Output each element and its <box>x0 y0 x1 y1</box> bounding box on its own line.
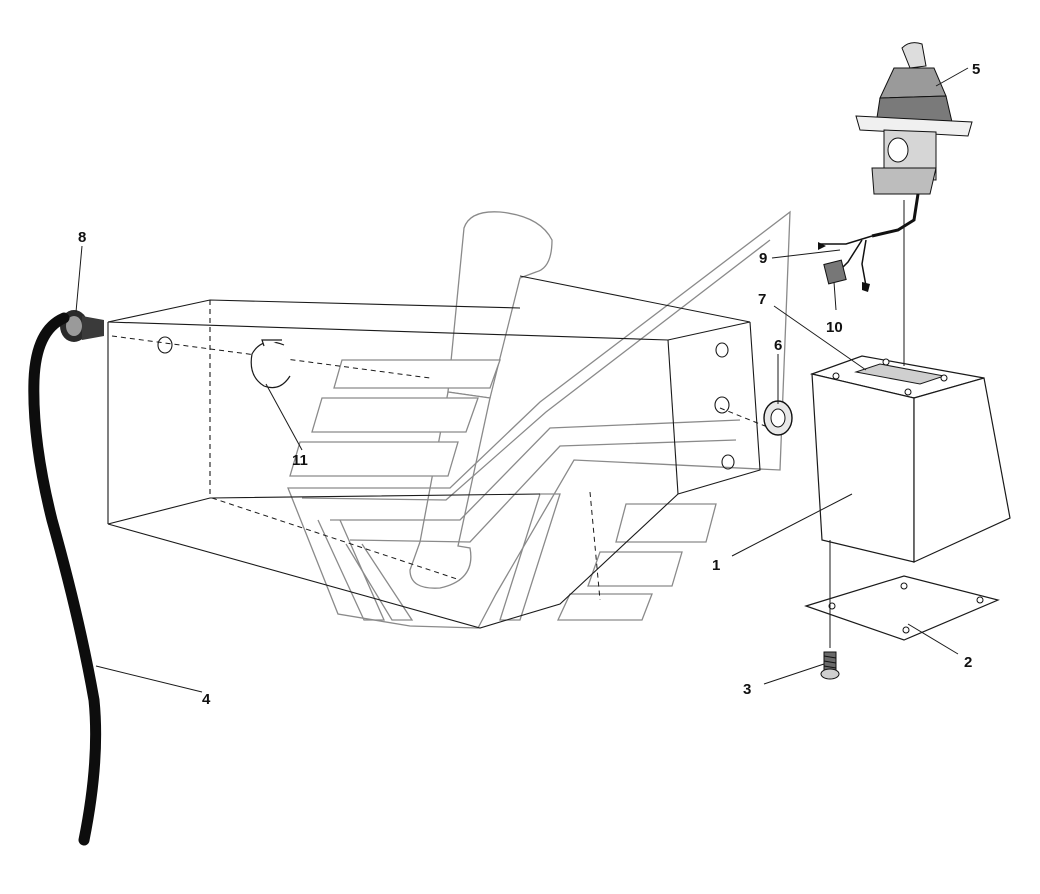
mounting-plate <box>804 575 1000 641</box>
callout-3: 3 <box>743 681 751 698</box>
watermark-logo <box>287 210 791 629</box>
callout-11: 11 <box>292 452 308 469</box>
callout-8: 8 <box>78 229 86 246</box>
callout-1: 1 <box>712 557 720 574</box>
callout-10: 10 <box>826 319 843 336</box>
joystick-controller <box>855 42 973 238</box>
callout-9: 9 <box>759 250 767 267</box>
callout-6: 6 <box>774 337 782 354</box>
joystick-pedestal <box>809 355 1011 563</box>
bolt <box>820 651 840 680</box>
assembly-lines <box>829 200 905 648</box>
callout-7: 7 <box>758 291 766 308</box>
leader-lines <box>75 67 969 693</box>
cable-hose <box>28 312 102 846</box>
housing-box <box>107 275 771 629</box>
callout-labels: 1 2 3 4 5 6 7 8 9 10 11 <box>78 61 980 708</box>
wiring-harness <box>818 235 873 292</box>
callout-5: 5 <box>972 61 980 78</box>
callout-4: 4 <box>202 691 211 708</box>
grommet <box>60 310 104 342</box>
seal-ring <box>763 400 793 436</box>
callout-2: 2 <box>964 654 972 671</box>
retaining-ring <box>250 339 291 389</box>
